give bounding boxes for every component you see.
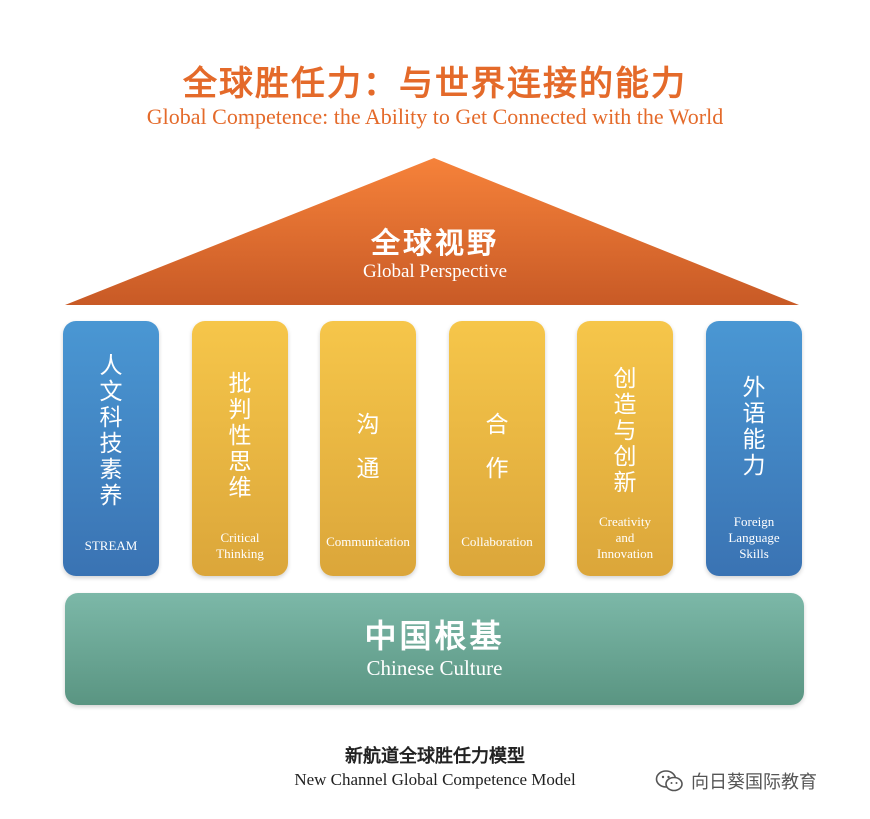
pillar-label-en-line: Thinking	[216, 546, 264, 561]
pillar-label-en-line: and	[615, 530, 635, 545]
base-label-en: Chinese Culture	[366, 656, 503, 680]
pillar-label-en-line: Critical	[220, 530, 260, 545]
pillar-label-cn: 创造与创新	[613, 366, 637, 496]
pillar-label-cn: 沟通	[356, 412, 380, 482]
pillar-label-cn: 人文科技素养	[99, 353, 123, 509]
pillar-label-cn: 外语能力	[742, 375, 766, 479]
page-title-cn: 全球胜任力：与世界连接的能力	[183, 64, 687, 104]
pillar-label-en: Communication	[320, 534, 416, 550]
pillar-label-en-line: Language	[728, 530, 780, 545]
pillar-label-en: STREAM	[63, 538, 159, 554]
roof-triangle	[65, 158, 799, 305]
roof-label-cn: 全球视野	[370, 226, 499, 260]
pillar-label-cn: 批判性思维	[228, 371, 252, 501]
base-label-cn: 中国根基	[364, 617, 505, 655]
pillar-label-en-line: Foreign	[733, 514, 775, 529]
pillar-label-en-line: Communication	[326, 534, 410, 549]
caption-cn: 新航道全球胜任力模型	[345, 746, 525, 767]
pillar-1: 人文科技素养 STREAM	[63, 321, 159, 576]
pillar-label-en-line: STREAM	[84, 538, 138, 553]
roof-label-en: Global Perspective	[362, 261, 508, 282]
pillar-label-en-line: Collaboration	[461, 534, 533, 549]
pillar-4: 合作 Collaboration	[449, 321, 545, 576]
watermark-text: 向日葵国际教育	[691, 772, 817, 793]
caption-en: New Channel Global Competence Model	[294, 770, 576, 789]
watermark: 向日葵国际教育	[655, 768, 817, 794]
pillar-label-cn: 合作	[485, 412, 509, 482]
pillar-label-en: Collaboration	[449, 534, 545, 550]
pillar-label-en-line: Innovation	[596, 546, 654, 561]
page-title-en: Global Competence: the Ability to Get Co…	[146, 104, 724, 129]
wechat-icon	[655, 770, 683, 792]
pillar-label-en-line: Creativity	[599, 514, 651, 529]
pillar-label-en-line: Skills	[739, 546, 769, 561]
foundation-base: 中国根基 Chinese Culture	[65, 593, 804, 705]
pillar-3: 沟通 Communication	[320, 321, 416, 576]
